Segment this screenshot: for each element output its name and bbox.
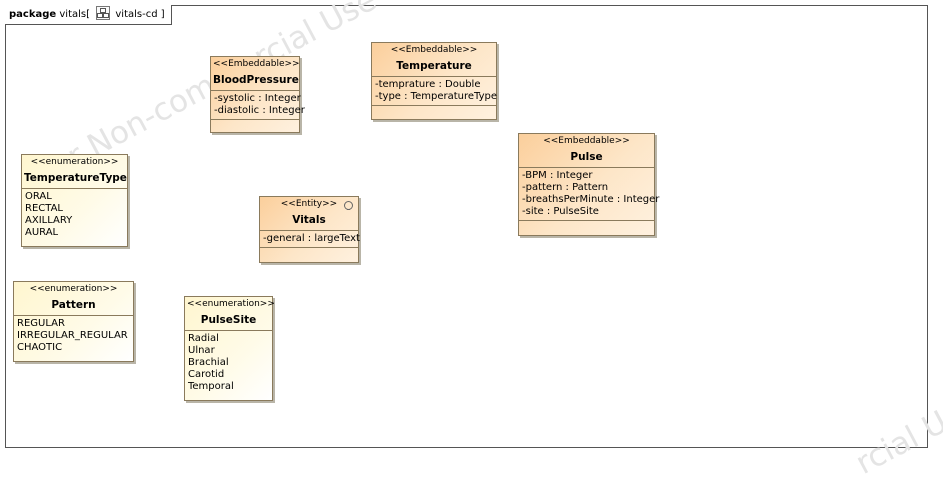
class-blood-pressure[interactable]: <<Embeddable>> BloodPressure -systolic :… bbox=[210, 56, 305, 133]
attribute-compartment: -systolic : Integer -diastolic : Integer bbox=[211, 90, 305, 119]
enum-literal: AXILLARY bbox=[25, 215, 73, 226]
attribute: -systolic : Integer bbox=[214, 93, 301, 104]
enum-pulse-site[interactable]: <<enumeration>> PulseSite Radial Ulnar B… bbox=[184, 296, 275, 401]
stereotype: <<Entity>> bbox=[280, 199, 338, 209]
enum-literal: Temporal bbox=[188, 381, 234, 392]
operation-compartment bbox=[519, 220, 654, 227]
enum-literal: IRREGULAR_REGULAR bbox=[17, 330, 128, 341]
enum-literal: ORAL bbox=[25, 191, 52, 202]
class-vitals[interactable]: <<Entity>> Vitals -general : largeText bbox=[259, 196, 360, 263]
class-header: <<enumeration>> Pattern bbox=[14, 282, 133, 315]
attribute: -site : PulseSite bbox=[522, 206, 599, 217]
class-name: Temperature bbox=[396, 60, 472, 72]
package-frame bbox=[5, 5, 928, 448]
class-pulse[interactable]: <<Embeddable>> Pulse -BPM : Integer -pat… bbox=[518, 133, 660, 236]
stereotype: <<Embeddable>> bbox=[543, 136, 630, 146]
frame-keyword: package bbox=[9, 9, 57, 20]
class-header: <<enumeration>> PulseSite bbox=[185, 297, 275, 330]
literal-compartment: REGULAR IRREGULAR_REGULAR CHAOTIC bbox=[14, 315, 133, 356]
class-name: Pulse bbox=[570, 151, 603, 163]
literal-compartment: Radial Ulnar Brachial Carotid Temporal bbox=[185, 330, 272, 395]
attribute: -BPM : Integer bbox=[522, 170, 593, 181]
enum-literal: AURAL bbox=[25, 227, 59, 238]
class-header: <<Entity>> Vitals bbox=[260, 197, 358, 230]
attribute: -temprature : Double bbox=[375, 79, 481, 90]
class-name: BloodPressure bbox=[213, 74, 299, 86]
class-name: Pattern bbox=[51, 299, 96, 311]
literal-compartment: ORAL RECTAL AXILLARY AURAL bbox=[22, 188, 127, 241]
class-name: Vitals bbox=[292, 214, 326, 226]
class-header: <<enumeration>> TemperatureType bbox=[22, 155, 127, 188]
stereotype: <<enumeration>> bbox=[30, 157, 119, 167]
class-header: <<Embeddable>> Pulse bbox=[519, 134, 654, 167]
attribute: -breathsPerMinute : Integer bbox=[522, 194, 660, 205]
attribute: -diastolic : Integer bbox=[214, 105, 305, 116]
enum-literal: Radial bbox=[188, 333, 219, 344]
class-diagram-icon bbox=[96, 6, 111, 20]
enum-temperature-type[interactable]: <<enumeration>> TemperatureType ORAL REC… bbox=[21, 154, 128, 247]
attribute-compartment: -BPM : Integer -pattern : Pattern -breat… bbox=[519, 167, 660, 220]
stereotype: <<Embeddable>> bbox=[213, 59, 300, 69]
enum-pattern[interactable]: <<enumeration>> Pattern REGULAR IRREGULA… bbox=[13, 281, 134, 362]
class-name: PulseSite bbox=[200, 314, 257, 326]
attribute: -general : largeText bbox=[263, 233, 360, 244]
diagram-name: vitals-cd bbox=[115, 9, 158, 20]
enum-literal: Ulnar bbox=[188, 345, 215, 356]
diagram-frame-tab: package vitals[ vitals-cd ] bbox=[5, 5, 172, 25]
entity-icon bbox=[344, 201, 353, 210]
stereotype: <<enumeration>> bbox=[29, 284, 118, 294]
attribute-compartment: -general : largeText bbox=[260, 230, 360, 247]
frame-name: vitals[ bbox=[59, 9, 91, 20]
class-temperature[interactable]: <<Embeddable>> Temperature -temprature :… bbox=[371, 42, 497, 120]
operation-compartment bbox=[211, 119, 299, 126]
enum-literal: Brachial bbox=[188, 357, 229, 368]
stereotype: <<Embeddable>> bbox=[390, 45, 478, 55]
enum-literal: RECTAL bbox=[25, 203, 63, 214]
operation-compartment bbox=[372, 105, 496, 112]
class-header: <<Embeddable>> BloodPressure bbox=[211, 57, 300, 90]
frame-closer: ] bbox=[160, 9, 165, 20]
enum-literal: CHAOTIC bbox=[17, 342, 63, 353]
attribute-compartment: -temprature : Double -type : Temperature… bbox=[372, 76, 497, 105]
operation-compartment bbox=[260, 247, 358, 254]
enum-literal: REGULAR bbox=[17, 318, 65, 329]
class-name: TemperatureType bbox=[24, 172, 127, 184]
class-header: <<Embeddable>> Temperature bbox=[372, 43, 496, 76]
attribute: -pattern : Pattern bbox=[522, 182, 609, 193]
enum-literal: Carotid bbox=[188, 369, 225, 380]
stereotype: <<enumeration>> bbox=[187, 299, 275, 309]
attribute: -type : TemperatureType bbox=[375, 91, 497, 102]
